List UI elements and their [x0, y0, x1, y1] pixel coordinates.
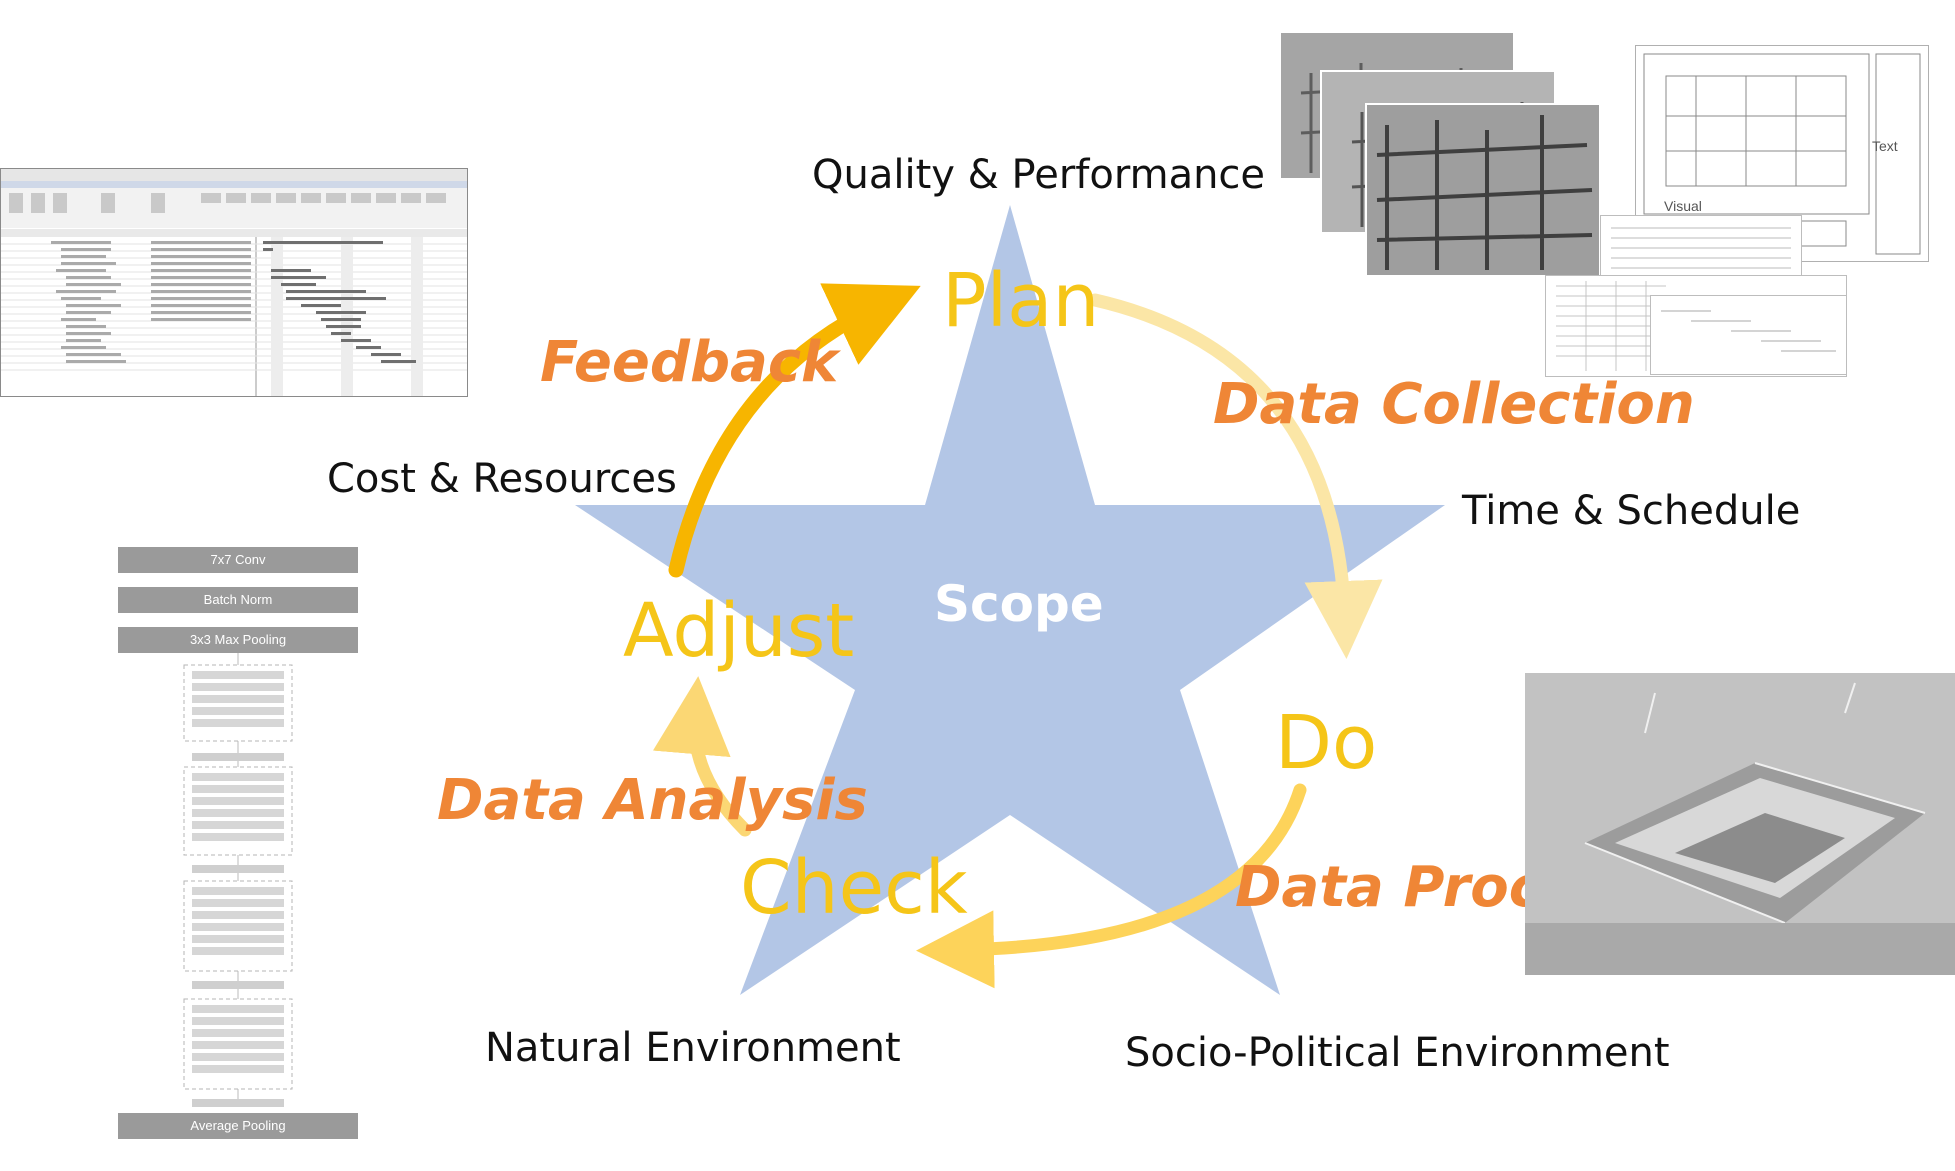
- scope-label: Scope: [934, 575, 1104, 633]
- flow-feedback: Feedback: [540, 330, 839, 395]
- max-pooling-layer: 3x3 Max Pooling: [118, 627, 358, 653]
- flow-data-collection: Data Collection: [1213, 372, 1695, 437]
- data-collection-arrow: [1088, 293, 1383, 659]
- context-cost: Cost & Resources: [327, 456, 677, 502]
- site-photo-3: [1365, 103, 1601, 277]
- scope-star: [575, 205, 1445, 995]
- schedule-document: [1650, 295, 1847, 375]
- context-quality: Quality & Performance: [812, 152, 1266, 198]
- phase-check: Check: [740, 845, 968, 931]
- residual-blocks-graphic: [183, 653, 293, 1107]
- flow-data-analysis: Data Analysis: [437, 768, 868, 833]
- point-cloud-scan: [1525, 673, 1955, 975]
- batch-norm-layer: Batch Norm: [118, 587, 358, 613]
- data-analysis-arrow: [652, 676, 752, 837]
- phase-do: Do: [1275, 700, 1378, 786]
- gantt-chart-graphic: [1, 169, 467, 396]
- text-annotation-label: Text: [1872, 138, 1898, 154]
- average-pooling-layer: Average Pooling: [118, 1113, 358, 1139]
- network-architecture: 7x7 Conv Batch Norm 3x3 Max Pooling: [118, 547, 358, 1142]
- gantt-schedule-thumbnail: [0, 168, 468, 397]
- visual-annotation-label: Visual: [1664, 198, 1702, 214]
- context-natural: Natural Environment: [485, 1025, 901, 1071]
- phase-plan: Plan: [942, 258, 1100, 344]
- context-time: Time & Schedule: [1462, 488, 1801, 534]
- data-processing-arrow: [916, 783, 1307, 989]
- conv-layer: 7x7 Conv: [118, 547, 358, 573]
- context-socio: Socio-Political Environment: [1125, 1030, 1670, 1076]
- phase-adjust: Adjust: [623, 588, 855, 674]
- feedback-arrow: [668, 283, 921, 578]
